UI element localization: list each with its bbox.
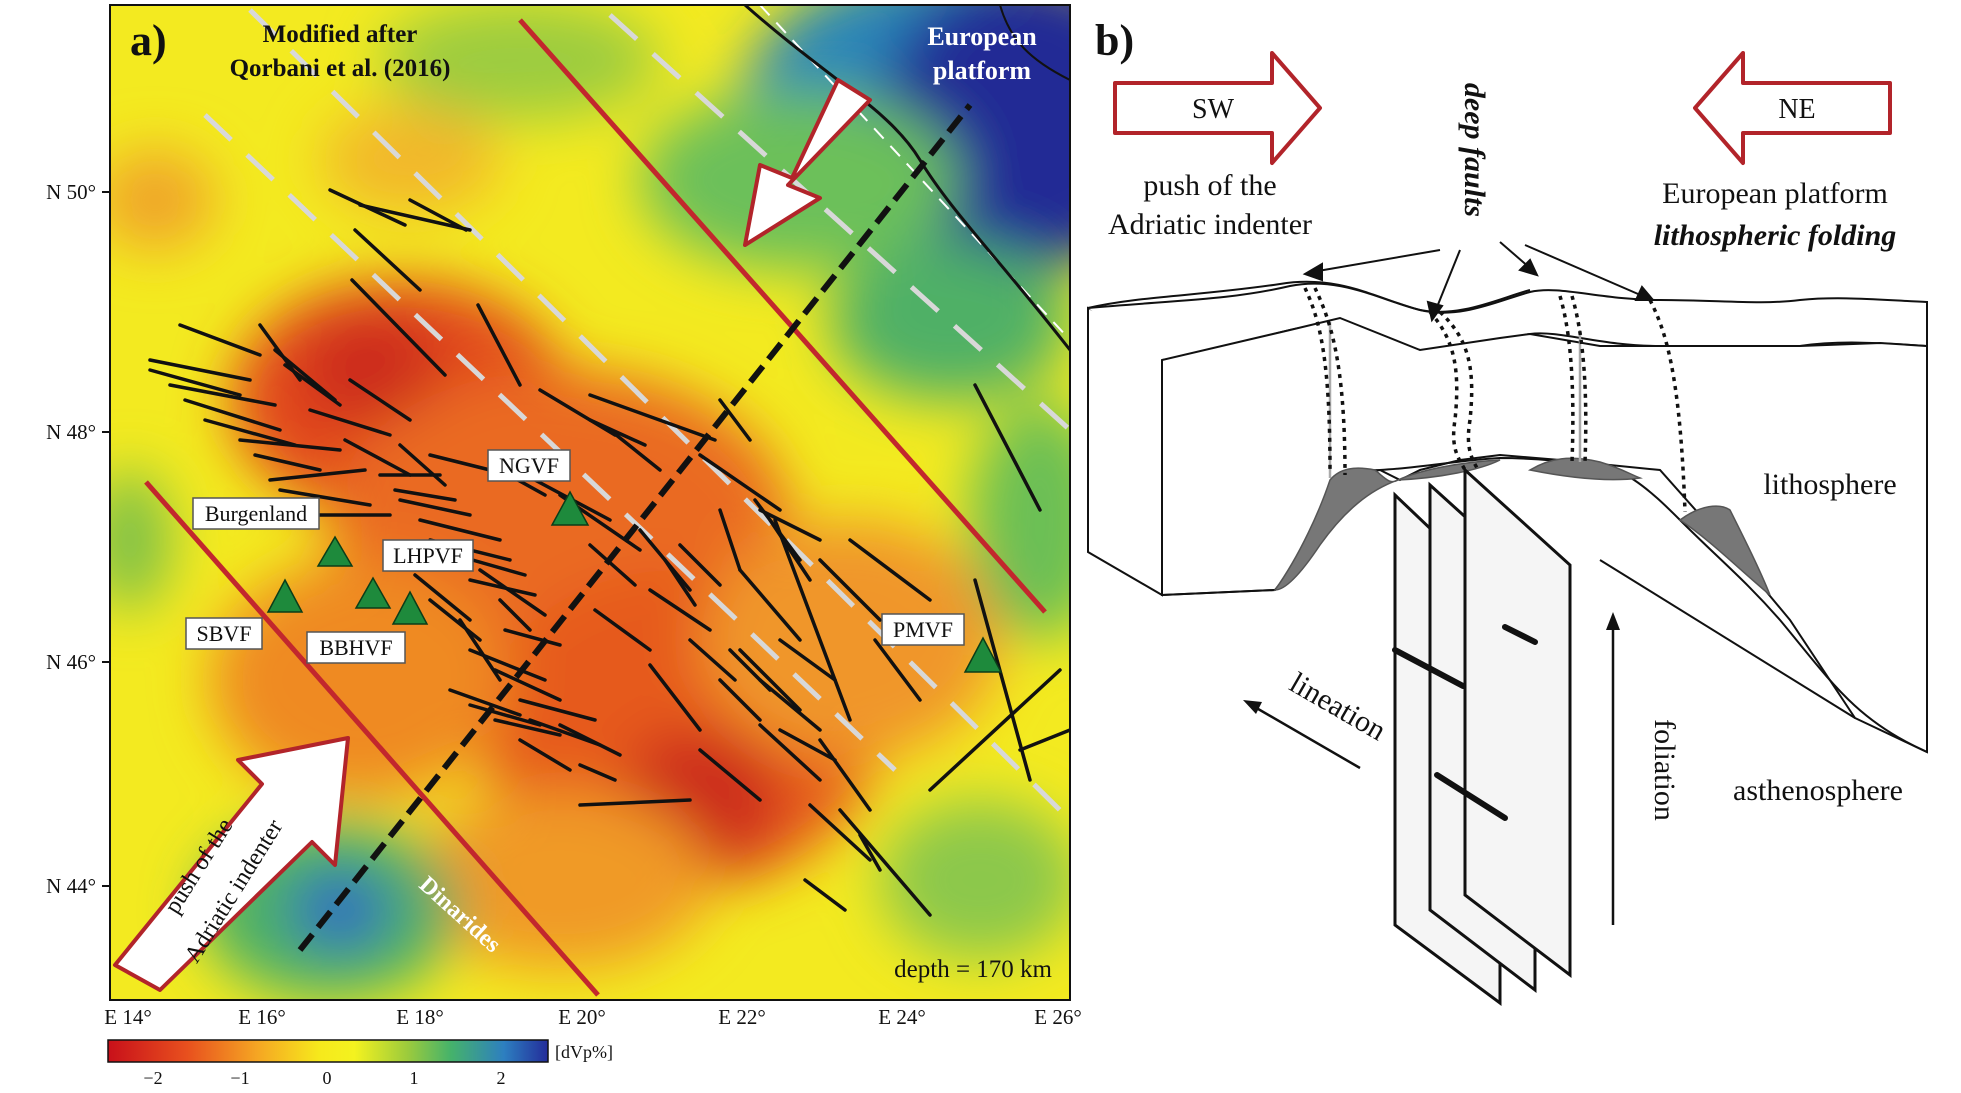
thick-dashed-line — [297, 103, 973, 952]
lon-tick-14: E 14° — [104, 1005, 151, 1029]
lon-tick-20: E 20° — [558, 1005, 605, 1029]
euro-label-1: European platform — [1662, 177, 1888, 210]
lon-tick-18: E 18° — [396, 1005, 443, 1029]
euro-label-2: lithospheric folding — [1654, 219, 1897, 252]
foliation-label: foliation — [1648, 719, 1681, 821]
red-faults — [144, 18, 1047, 997]
plate-boundary-2 — [999, 5, 1070, 81]
lineation-arrow: lineation — [1243, 666, 1391, 770]
panel-b: b) SW NE push of the Adriatic indenter d… — [1087, 16, 1928, 1006]
colorbar-tick-m2: −2 — [143, 1068, 162, 1088]
volcano-sbvf — [266, 578, 304, 613]
credit-line-2: Qorbani et al. (2016) — [230, 55, 451, 82]
plate-boundary — [744, 5, 1070, 351]
push-arrow-map-sw — [113, 736, 350, 992]
label-bbhvf: BBHVF — [319, 635, 392, 660]
ne-arrow: NE — [1693, 51, 1892, 165]
label-sbvf: SBVF — [196, 621, 251, 646]
label-lhpvf: LHPVF — [393, 543, 463, 568]
dotted-faults — [1303, 287, 1687, 513]
colorbar-tick-m1: −1 — [230, 1068, 249, 1088]
foliation-planes — [1393, 466, 1572, 1006]
latitude-axis: N 50° N 48° N 46° N 44° — [46, 180, 110, 898]
panel-a: a) Modified after Qorbani et al. (2016) … — [46, 4, 1082, 1088]
dashed-lines — [203, 8, 1070, 822]
label-ngvf: NGVF — [499, 453, 559, 478]
map-frame — [109, 4, 1071, 1001]
depth-label: depth = 170 km — [894, 956, 1052, 983]
surface-arrows — [1302, 241, 1656, 323]
colorbar-gradient — [107, 1039, 549, 1063]
longitude-axis: E 14° E 16° E 18° E 20° E 22° E 24° E 26… — [104, 1005, 1081, 1029]
european-platform-line-2: platform — [933, 56, 1032, 85]
sw-label: SW — [1192, 94, 1235, 125]
sw-arrow: SW — [1113, 51, 1322, 165]
deep-faults-label: deep faults — [1458, 83, 1491, 217]
lat-tick-46: N 46° — [46, 650, 96, 674]
lithosphere-gray-lines — [1328, 322, 1582, 478]
lat-tick-44: N 44° — [46, 874, 96, 898]
asthenosphere-label: asthenosphere — [1733, 774, 1903, 807]
colorbar-tick-1: 1 — [410, 1068, 419, 1088]
volcano-ngvf — [550, 490, 590, 526]
credit-line-1: Modified after — [263, 21, 418, 48]
lat-tick-48: N 48° — [46, 420, 96, 444]
push-arrow-map-ne — [743, 78, 872, 247]
ne-label: NE — [1778, 94, 1815, 125]
lon-tick-26: E 26° — [1034, 1005, 1081, 1029]
volcano-pmvf — [963, 636, 1003, 673]
colorbar-unit: [dVp%] — [555, 1042, 613, 1062]
volcano-lhpvf-1 — [354, 576, 392, 609]
lineation-marks — [1392, 624, 1538, 821]
volcano-markers — [266, 490, 1003, 673]
lithosphere-label: lithosphere — [1763, 468, 1896, 501]
block-diagram — [1087, 280, 1928, 754]
panel-a-label: a) — [130, 16, 167, 65]
push-label-2: Adriatic indenter — [1108, 208, 1312, 241]
push-label-1: push of the — [1143, 169, 1276, 202]
colorbar: −2 −1 0 1 2 [dVp%] — [107, 1039, 613, 1088]
lineation-label: lineation — [1284, 666, 1391, 747]
lat-tick-50: N 50° — [46, 180, 96, 204]
colorbar-tick-0: 0 — [323, 1068, 332, 1088]
colorbar-tick-2: 2 — [497, 1068, 506, 1088]
lon-tick-22: E 22° — [718, 1005, 765, 1029]
lon-tick-16: E 16° — [238, 1005, 285, 1029]
foliation-arrow: foliation — [1606, 612, 1681, 925]
label-burgenland: Burgenland — [205, 501, 307, 526]
tomography-map — [110, 5, 1070, 1000]
anisotropy-sticks — [148, 188, 1070, 917]
volcano-lhpvf-2 — [391, 590, 429, 625]
european-platform-line-1: European — [927, 22, 1037, 51]
label-pmvf: PMVF — [893, 617, 953, 642]
volcano-burgenland — [316, 535, 354, 567]
lon-tick-24: E 24° — [878, 1005, 925, 1029]
panel-b-label: b) — [1095, 16, 1134, 65]
vf-labels: Burgenland LHPVF NGVF SBVF BBHVF PMVF — [185, 449, 965, 664]
